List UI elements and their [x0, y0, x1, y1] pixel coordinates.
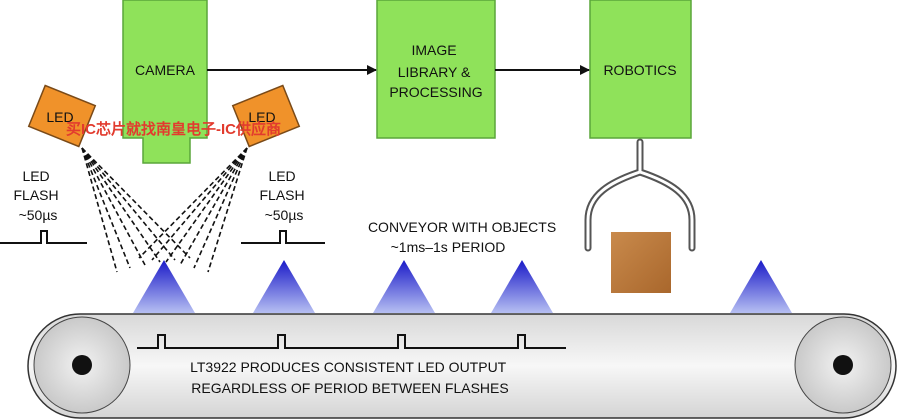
right-led-light-beam	[138, 147, 248, 273]
left-led: LED	[27, 84, 97, 148]
right-led: LED	[231, 84, 301, 148]
robotics-box: ROBOTICS	[589, 0, 692, 139]
left-led-light-beam	[81, 147, 191, 273]
right-roller	[794, 316, 892, 414]
robot-gripper	[584, 138, 696, 252]
right-flash-pulse	[241, 230, 325, 244]
image-processing-box: IMAGE LIBRARY & PROCESSING	[376, 0, 496, 139]
left-led-flash-label: LED FLASH ~50µs	[13, 168, 62, 223]
image-processing-label: IMAGE LIBRARY & PROCESSING	[389, 42, 482, 100]
belt-pulse-train	[137, 334, 566, 349]
camera-box: CAMERA	[122, 0, 208, 164]
object-triangle	[253, 260, 315, 313]
robotics-label: ROBOTICS	[603, 62, 676, 78]
picked-object	[611, 232, 671, 293]
object-triangle	[133, 260, 195, 313]
object-triangle	[491, 260, 553, 313]
left-roller	[33, 316, 131, 414]
conveyor-belt	[27, 313, 897, 419]
object-triangle	[373, 260, 435, 313]
conveyor-label: CONVEYOR WITH OBJECTS ~1ms–1s PERIOD	[368, 219, 560, 255]
camera-label: CAMERA	[135, 62, 196, 78]
object-triangle	[730, 260, 792, 313]
lt3922-label: LT3922 PRODUCES CONSISTENT LED OUTPUT RE…	[190, 359, 510, 396]
left-led-label: LED	[46, 109, 73, 125]
left-flash-pulse	[0, 230, 87, 244]
watermark-text: 买IC芯片就找南皇电子-IC供应商	[66, 120, 281, 138]
right-led-flash-label: LED FLASH ~50µs	[259, 168, 308, 223]
right-led-label: LED	[248, 109, 275, 125]
